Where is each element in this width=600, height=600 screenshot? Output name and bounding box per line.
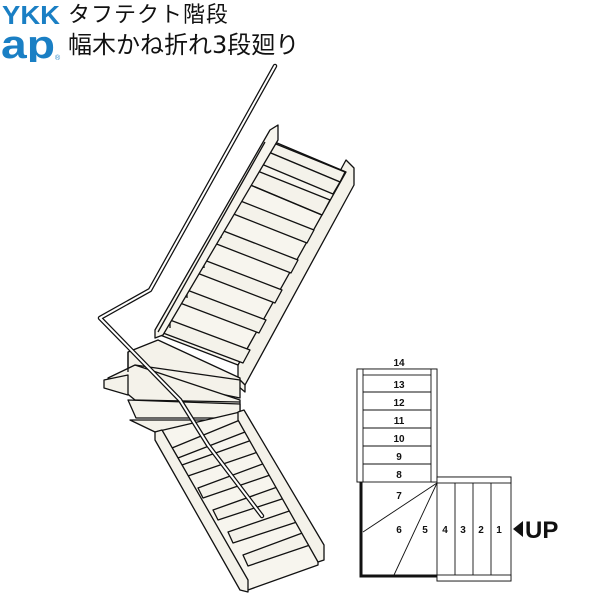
plan-step-8: 8 [396,470,402,481]
logo-ap-text: ap [2,23,55,62]
floor-plan: 14 13 12 11 10 [356,358,558,582]
plan-step-7: 7 [396,491,402,502]
plan-step-4: 4 [442,525,448,536]
plan-step-5: 5 [422,525,428,536]
logo-ykk-text: YKK [2,2,60,30]
page-title: タフテクト階段 幅木かね折れ3段廻り [68,2,299,60]
plan-step-10: 10 [393,434,405,445]
up-label: UP [525,517,558,544]
lower-flight [154,409,325,593]
plan-step-13: 13 [393,380,405,391]
title-line-2: 幅木かね折れ3段廻り [68,31,300,59]
plan-step-2: 2 [478,525,484,536]
plan-step-6: 6 [396,525,402,536]
plan-label-14: 14 [393,358,405,369]
title-line-1: タフテクト階段 [68,3,230,28]
ykk-ap-logo-icon: YKK ap ® [1,0,61,67]
plan-step-1: 1 [496,525,502,536]
up-direction-indicator: UP [513,517,558,544]
plan-step-numbers: 13 12 11 10 9 8 7 6 5 4 3 2 1 [393,380,502,536]
upper-treads [162,141,346,364]
registered-mark: ® [55,54,61,62]
ykk-ap-logo: YKK ap ® [1,0,64,67]
handrail [97,63,278,519]
upper-flight [154,124,355,393]
plan-step-12: 12 [393,398,405,409]
triangle-left-icon [513,521,523,537]
plan-step-9: 9 [396,452,402,463]
plan-step-11: 11 [394,416,405,427]
plan-step-3: 3 [460,525,466,536]
